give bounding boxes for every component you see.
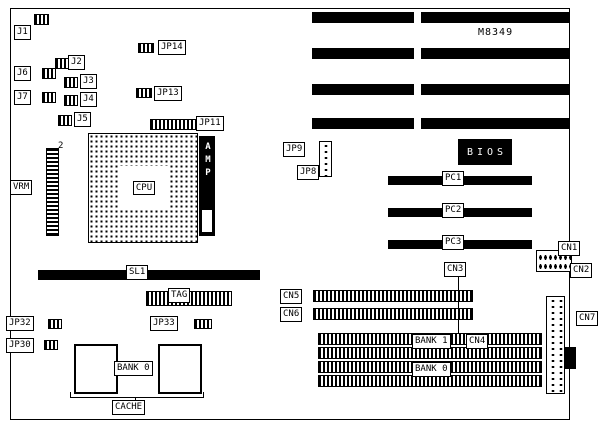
isa-slot-2-right: [421, 48, 569, 59]
pc3-label: PC3: [442, 235, 465, 250]
model-label: M8349: [478, 27, 514, 38]
isa-slot-1-right: [421, 12, 569, 23]
jp13-label: JP13: [154, 86, 182, 101]
cn4-label: CN4: [466, 334, 489, 349]
jp33-jumper-icon: [194, 319, 212, 329]
cache-chip-1: [74, 344, 118, 394]
pc2-label: PC2: [442, 203, 465, 218]
j6-label: J6: [14, 66, 31, 81]
jp30-jumper-icon: [44, 340, 58, 350]
isa-slot-1-left: [312, 12, 414, 23]
bank1-label: BANK 1: [412, 334, 451, 349]
j6-connector-icon: [42, 68, 56, 79]
j7-label: J7: [14, 90, 31, 105]
jp14-jumper-icon: [138, 43, 154, 53]
j3-label: J3: [80, 74, 97, 89]
j5-connector-icon: [58, 115, 72, 126]
j1-connector-icon: [34, 14, 49, 25]
cn7-connector: [546, 296, 565, 394]
jp8-jp9-pin-header: [319, 141, 332, 177]
bios-chip: BIOS: [458, 139, 512, 165]
tag-label: TAG: [168, 288, 191, 303]
isa-slot-4-left: [312, 118, 414, 129]
cache-label: CACHE: [112, 400, 146, 415]
j2-label: J2: [68, 55, 85, 70]
j3-connector-icon: [64, 77, 78, 88]
cn1-label: CN1: [558, 241, 581, 256]
cpu-label: CPU: [132, 180, 156, 196]
jp9-label: JP9: [283, 142, 306, 157]
cn3-label: CN3: [444, 262, 467, 277]
jp30-label: JP30: [6, 338, 34, 353]
j5-label: J5: [74, 112, 91, 127]
isa-slot-3-right: [421, 84, 569, 95]
jp11-pin-header: [150, 119, 196, 130]
simm-slot-2: [318, 347, 542, 359]
amp-regulator-notch: [202, 210, 212, 232]
jp32-jumper-icon: [48, 319, 62, 329]
cache-chip-2: [158, 344, 202, 394]
bank0-simm-label: BANK 0: [412, 362, 451, 377]
cn2-label: CN2: [570, 263, 593, 278]
cn3-leader-line: [458, 274, 459, 334]
cn7-label: CN7: [576, 311, 599, 326]
j2-connector-icon: [55, 58, 69, 69]
j7-connector-icon: [42, 92, 56, 103]
jp14-label: JP14: [158, 40, 186, 55]
jp11-label: JP11: [196, 116, 224, 131]
sl1-label: SL1: [126, 265, 149, 280]
isa-slot-3-left: [312, 84, 414, 95]
j1-label: J1: [14, 25, 31, 40]
jp32-label: JP32: [6, 316, 34, 331]
cache-brace-tick: [135, 397, 136, 401]
vrm-label: VRM: [10, 180, 33, 195]
cn5-connector: [313, 290, 473, 302]
isa-slot-2-left: [312, 48, 414, 59]
pc1-label: PC1: [442, 171, 465, 186]
cache-brace: [70, 392, 204, 398]
jp33-label: JP33: [150, 316, 178, 331]
bank0-cache-label: BANK 0: [114, 361, 153, 376]
simm-slot-4: [318, 375, 542, 387]
external-port: [564, 347, 576, 369]
jp13-jumper-icon: [136, 88, 152, 98]
cn6-connector: [313, 308, 473, 320]
vrm-module: [46, 148, 59, 236]
j4-connector-icon: [64, 95, 78, 106]
jp8-label: JP8: [297, 165, 320, 180]
j4-label: J4: [80, 92, 97, 107]
cn5-label: CN5: [280, 289, 303, 304]
cn6-label: CN6: [280, 307, 303, 322]
isa-slot-4-right: [421, 118, 569, 129]
sl1-slot: [38, 270, 260, 280]
vrm-note: 2: [58, 141, 64, 151]
cpu-socket-center: CPU: [118, 166, 170, 210]
